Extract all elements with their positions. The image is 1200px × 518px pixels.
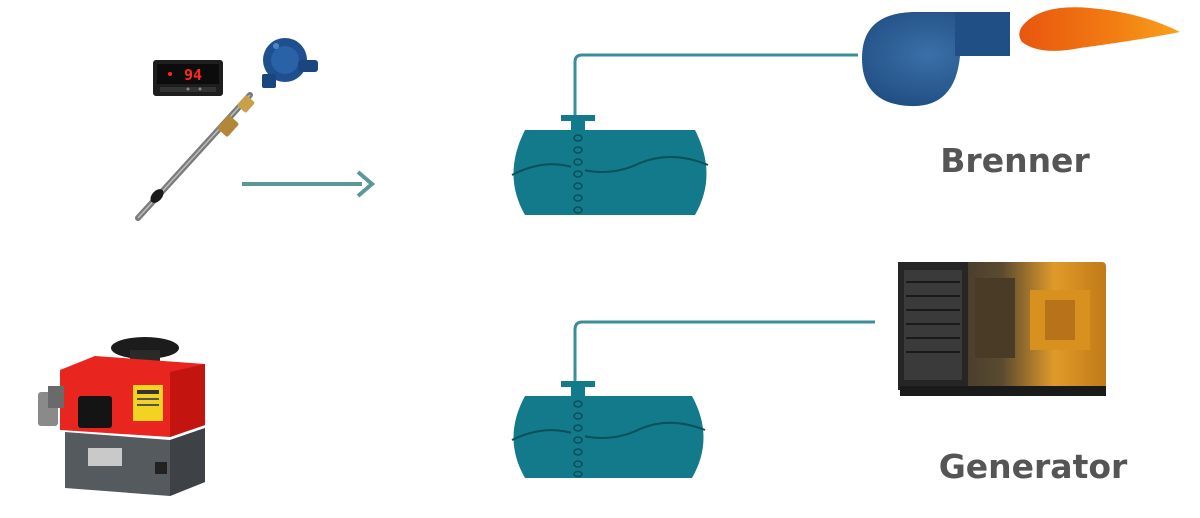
temperature-sensor: 94	[135, 38, 318, 221]
fuel-line-bottom	[573, 320, 875, 381]
generator-label: Generator	[939, 447, 1128, 486]
flame	[1019, 7, 1180, 51]
connection-head	[262, 38, 318, 88]
fuel-line-top	[573, 53, 858, 115]
digital-display: 94	[153, 60, 223, 96]
burner-label: Brenner	[940, 141, 1090, 180]
electric-actuator	[38, 337, 205, 496]
probe-rod	[135, 92, 255, 221]
generator-image	[898, 262, 1106, 396]
tank-top	[511, 115, 709, 215]
flow-arrow	[242, 170, 376, 198]
display-value: 94	[184, 66, 202, 84]
tank-bottom	[511, 381, 706, 478]
burner-fan	[862, 12, 1010, 107]
